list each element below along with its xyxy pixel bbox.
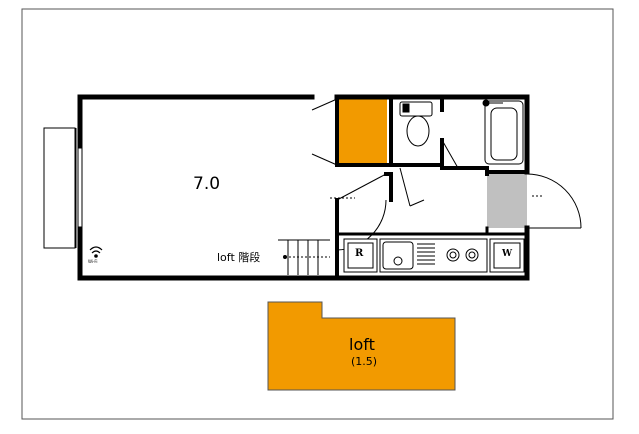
entry-floor bbox=[487, 174, 527, 228]
closet-doors bbox=[311, 98, 338, 166]
closet bbox=[337, 99, 387, 165]
loft-size-label: (1.5) bbox=[351, 355, 378, 368]
loft-stairs-label: loft 階段 bbox=[217, 251, 261, 264]
bathtub-fixture bbox=[482, 99, 524, 165]
washer-label: W bbox=[502, 249, 513, 259]
balcony bbox=[43, 127, 77, 249]
toilet-door bbox=[399, 139, 459, 207]
room-size-label: 7.0 bbox=[193, 174, 221, 194]
loft-area bbox=[267, 301, 456, 391]
kitchen-counter bbox=[379, 238, 488, 273]
walls bbox=[77, 94, 530, 281]
washer bbox=[489, 238, 525, 273]
wifi-label: Wi-Fi bbox=[88, 259, 98, 264]
fridge-label: R bbox=[355, 248, 364, 259]
toilet-fixture bbox=[399, 101, 433, 147]
wifi-icon bbox=[89, 246, 103, 258]
fridge bbox=[343, 238, 378, 273]
loft-label: loft bbox=[349, 335, 375, 354]
entry-door bbox=[526, 173, 582, 229]
loft-stairs bbox=[278, 239, 330, 275]
